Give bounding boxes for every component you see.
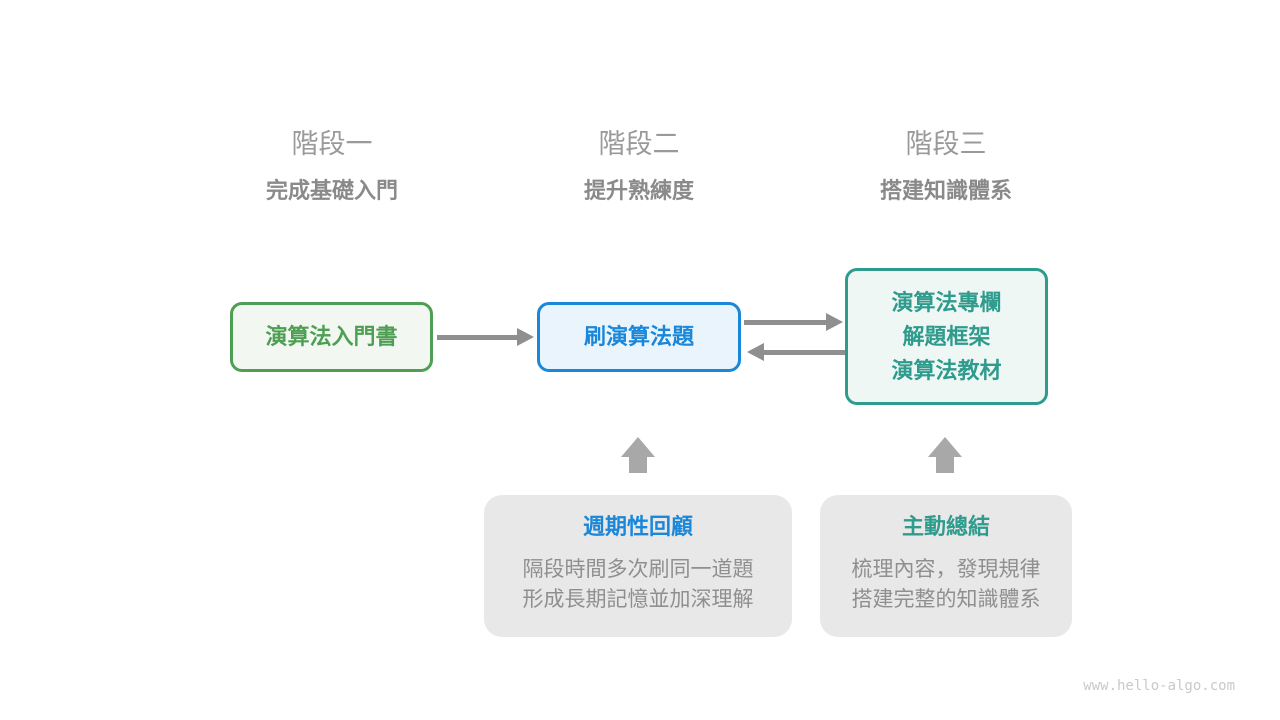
up-arrow-summarize-icon <box>928 437 962 473</box>
note-active-summary-body: 梳理內容，發現規律 搭建完整的知識體系 <box>820 555 1072 615</box>
stage3-label: 階段三 <box>905 129 987 159</box>
note-active-summary-body-line2: 搭建完整的知識體系 <box>851 588 1041 611</box>
note-periodic-review: 週期性回顧 隔段時間多次刷同一道題 形成長期記憶並加深理解 <box>484 495 792 637</box>
arrow-stage2-to-stage3-icon <box>744 313 843 331</box>
stage1-subtitle: 完成基礎入門 <box>265 178 398 203</box>
stage1-label: 階段一 <box>291 129 373 159</box>
node-advanced-materials-line1: 演算法專欄 <box>891 289 1002 315</box>
stage1-header: 階段一 完成基礎入門 <box>182 128 482 204</box>
stage2-header: 階段二 提升熟練度 <box>489 128 789 204</box>
note-active-summary-title: 主動總結 <box>901 514 990 539</box>
node-advanced-materials-line3: 演算法教材 <box>891 357 1002 383</box>
node-practice-problems-label: 刷演算法題 <box>583 324 694 349</box>
arrow-stage3-to-stage2-icon <box>747 343 845 361</box>
stage3-subtitle: 搭建知識體系 <box>879 178 1012 203</box>
node-beginner-book-label: 演算法入門書 <box>265 324 398 349</box>
node-advanced-materials-line2: 解題框架 <box>902 323 991 349</box>
node-beginner-book: 演算法入門書 <box>230 302 433 372</box>
node-practice-problems: 刷演算法題 <box>537 302 741 372</box>
watermark-url: www.hello-algo.com <box>1083 678 1235 694</box>
note-active-summary-body-line1: 梳理內容，發現規律 <box>851 558 1041 581</box>
stage3-header: 階段三 搭建知識體系 <box>796 128 1096 204</box>
arrow-stage1-to-stage2-icon <box>437 328 534 346</box>
node-advanced-materials: 演算法專欄 解題框架 演算法教材 <box>845 268 1048 405</box>
up-arrow-review-icon <box>621 437 655 473</box>
stage2-label: 階段二 <box>598 129 680 159</box>
note-periodic-review-title: 週期性回顧 <box>582 514 693 539</box>
note-periodic-review-body-line1: 隔段時間多次刷同一道題 <box>522 558 754 581</box>
note-periodic-review-body: 隔段時間多次刷同一道題 形成長期記憶並加深理解 <box>484 555 792 615</box>
stage2-subtitle: 提升熟練度 <box>583 178 694 203</box>
note-periodic-review-body-line2: 形成長期記憶並加深理解 <box>522 588 754 611</box>
note-active-summary: 主動總結 梳理內容，發現規律 搭建完整的知識體系 <box>820 495 1072 637</box>
